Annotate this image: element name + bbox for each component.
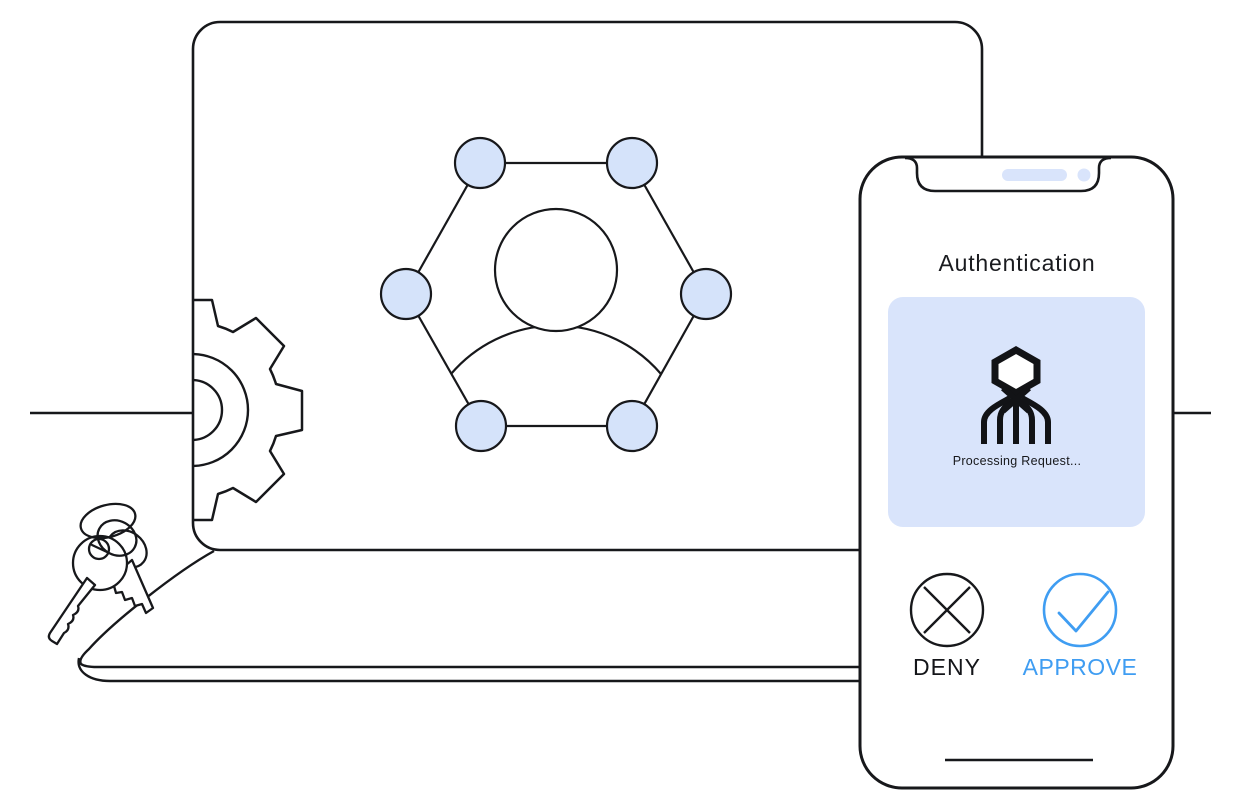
phone-frame: [858, 155, 1175, 790]
keyring: [79, 502, 137, 540]
check-icon: [1057, 590, 1110, 633]
x-icon: [923, 586, 971, 634]
status-text: Processing Request...: [952, 454, 1082, 468]
approve-button-label[interactable]: APPROVE: [1022, 654, 1138, 680]
user-head: [493, 207, 619, 333]
phage-legs: [981, 385, 1051, 444]
user-shoulders: [450, 324, 662, 375]
speaker-pill: [1002, 169, 1067, 181]
gear-icon: [194, 298, 304, 522]
network-node: [453, 136, 507, 190]
key-front-bow: [71, 534, 129, 592]
bacteriophage-icon: [981, 345, 1051, 444]
laptop-base: [77, 549, 900, 683]
network-node: [605, 399, 659, 453]
deny-button-label[interactable]: DENY: [913, 654, 981, 680]
user-network-hexagon-icon: [379, 136, 733, 453]
camera-dot: [1077, 168, 1091, 182]
phage-head: [991, 345, 1041, 398]
approve-circle: [1042, 572, 1118, 648]
key-front-blade: [47, 576, 97, 646]
network-node: [679, 267, 733, 321]
keys-icon: [47, 502, 155, 646]
keyring-loop: [96, 519, 138, 557]
network-node: [605, 136, 659, 190]
network-node: [379, 267, 433, 321]
deny-button[interactable]: [909, 572, 985, 648]
gear-hub: [194, 378, 224, 442]
auth-screen-title: Authentication: [938, 250, 1096, 276]
network-node: [454, 399, 508, 453]
phone-notch: [904, 156, 1112, 193]
approve-button[interactable]: [1042, 572, 1118, 648]
